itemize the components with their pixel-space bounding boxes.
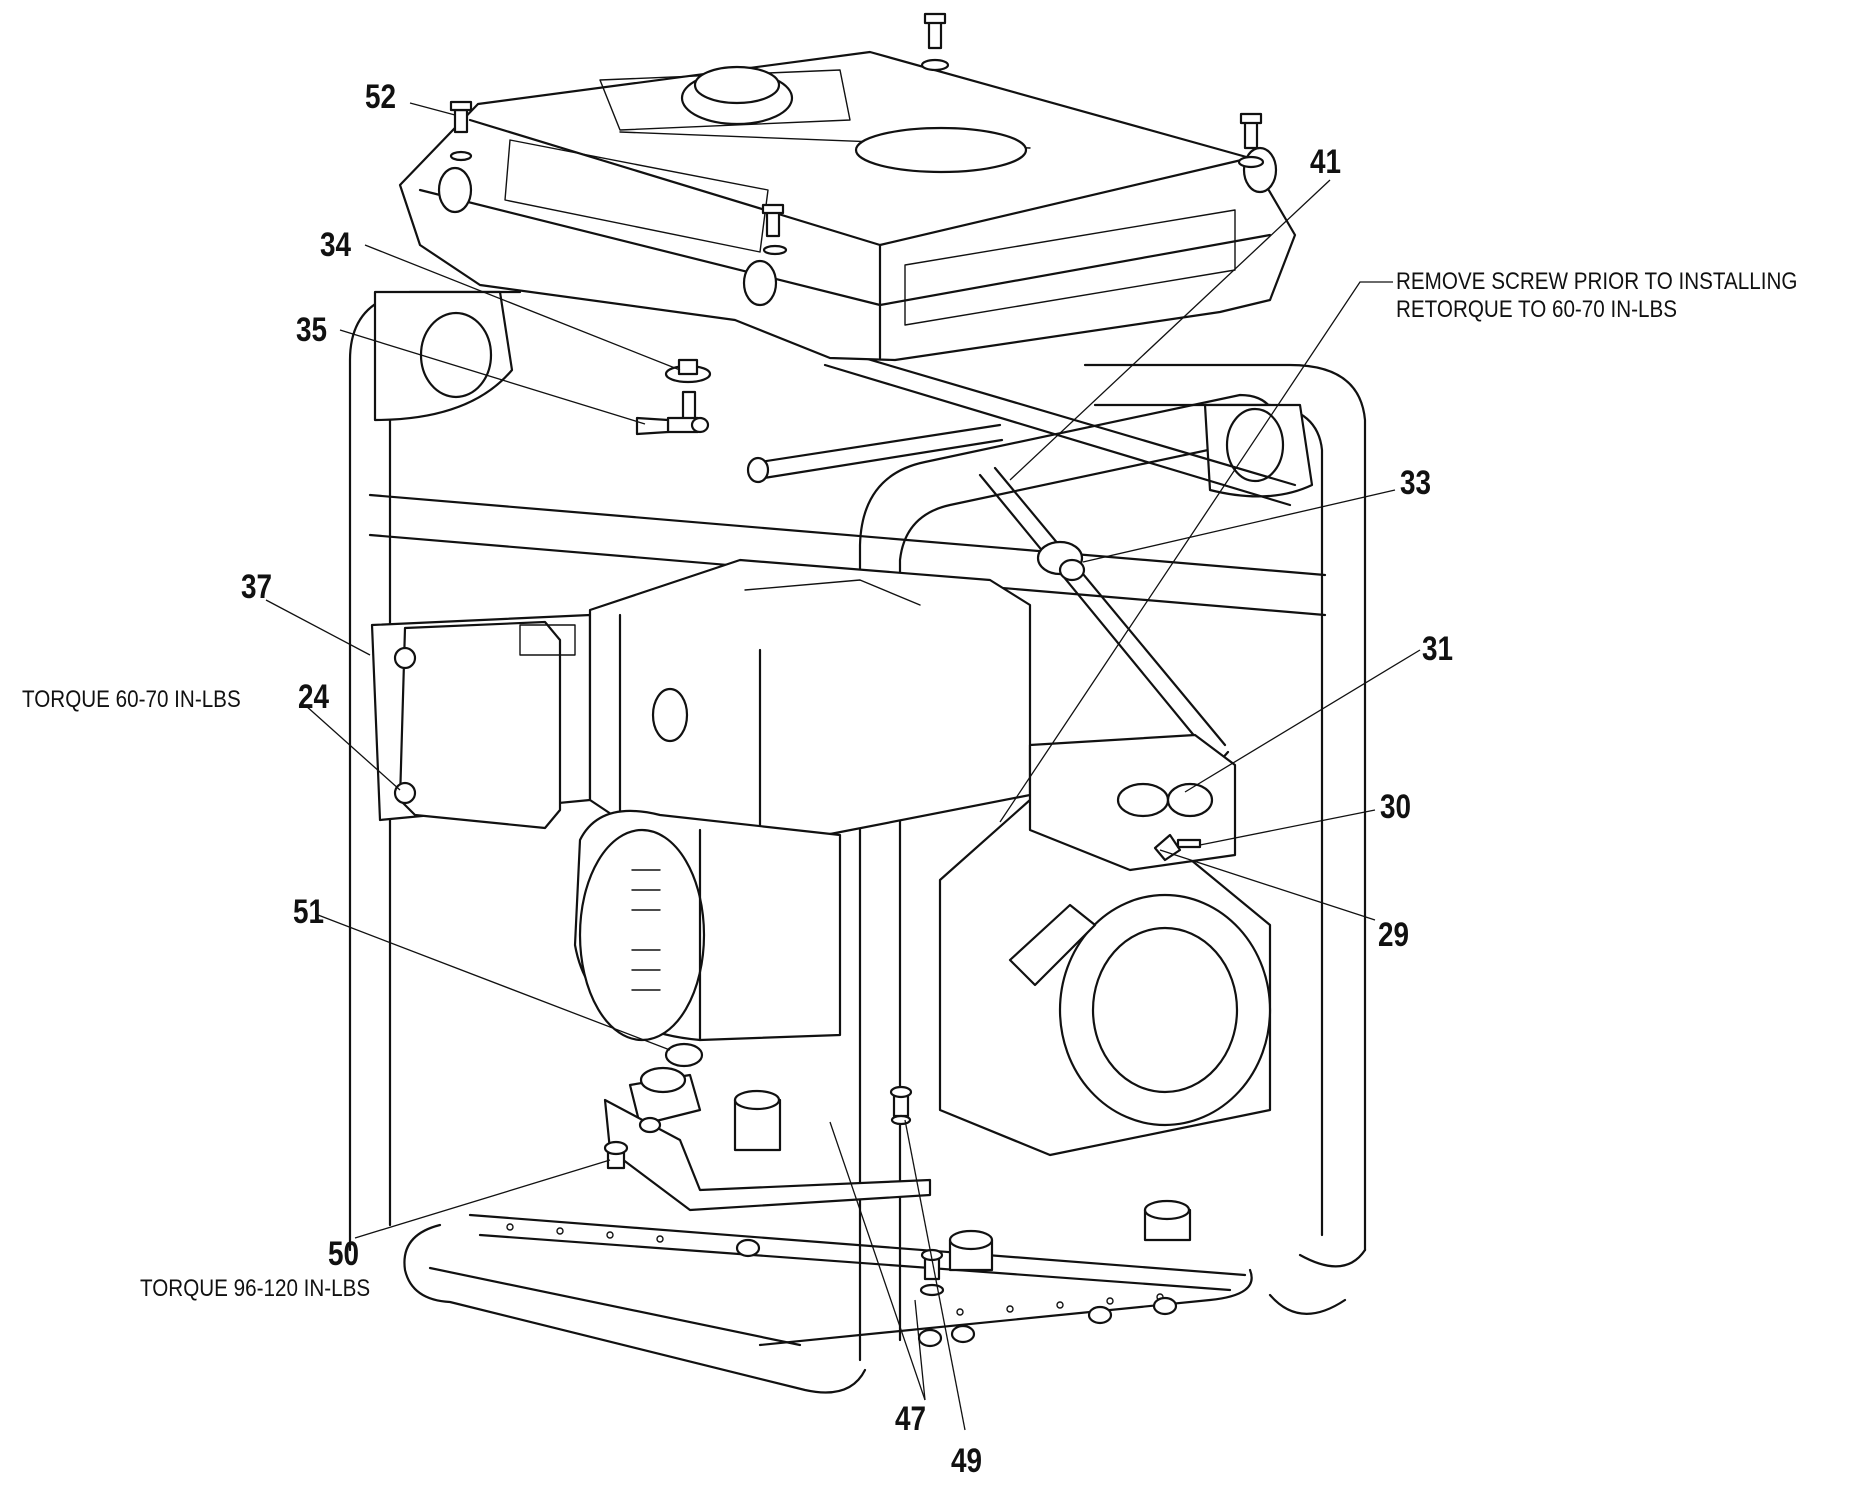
callout-50: 50 <box>328 1235 360 1273</box>
callout-49: 49 <box>951 1442 983 1480</box>
note-remove-screw-line2: RETORQUE TO 60-70 IN-LBS <box>1396 295 1678 323</box>
callout-37: 37 <box>241 568 273 606</box>
tank-bolts <box>449 12 1265 256</box>
callout-51: 51 <box>293 893 325 931</box>
fuel-valve <box>635 358 712 436</box>
callout-35: 35 <box>296 311 328 349</box>
callout-33: 33 <box>1400 464 1432 502</box>
callout-52: 52 <box>365 78 397 116</box>
callout-34: 34 <box>320 226 352 264</box>
fuel-hose <box>746 423 1230 814</box>
leader-lines <box>265 102 1421 1431</box>
note-torque-60-70: TORQUE 60-70 IN-LBS <box>22 686 241 713</box>
fuel-tank <box>398 50 1297 362</box>
callout-41: 41 <box>1310 143 1342 181</box>
engine-alternator <box>370 558 1272 1348</box>
callout-31: 31 <box>1422 630 1454 668</box>
callout-30: 30 <box>1380 788 1412 826</box>
note-remove-screw: REMOVE SCREW PRIOR TO INSTALLING RETORQU… <box>1396 268 1797 323</box>
base-channel-holes <box>506 1223 1164 1316</box>
note-remove-screw-line1: REMOVE SCREW PRIOR TO INSTALLING <box>1396 268 1798 295</box>
callout-47: 47 <box>895 1400 927 1438</box>
note-torque-96-120: TORQUE 96-120 IN-LBS <box>140 1275 371 1302</box>
callout-29: 29 <box>1378 916 1410 954</box>
callout-24: 24 <box>298 678 330 716</box>
